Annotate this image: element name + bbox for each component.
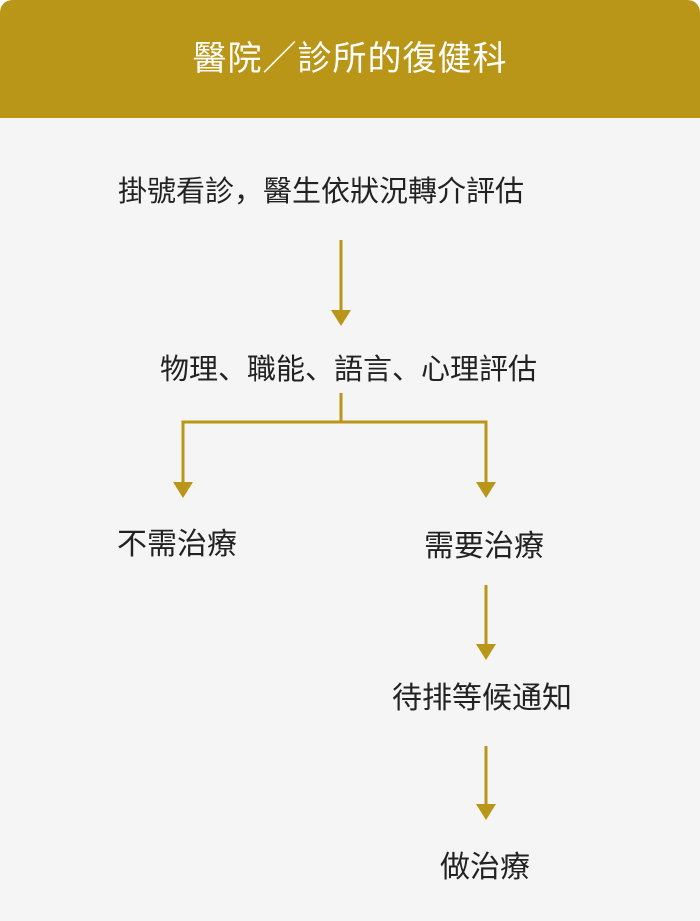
outcome-no-treatment: 不需治療 (117, 527, 237, 562)
header-title: 醫院／診所的復健科 (192, 39, 508, 79)
step-referral: 掛號看診，醫生依狀況轉介評估 (118, 174, 525, 208)
arrowhead-need-treatment (476, 482, 496, 498)
arrowhead-wait (476, 644, 496, 660)
branch-connector (181, 393, 343, 484)
step-assessment: 物理、職能、語言、心理評估 (160, 352, 538, 386)
arrowhead-treat (476, 804, 496, 820)
step-wait-notice: 待排等候通知 (392, 681, 572, 716)
step-do-treatment: 做治療 (440, 850, 530, 885)
arrowhead-no-treatment (173, 482, 193, 498)
header-bar: 醫院／診所的復健科 (0, 0, 700, 118)
arrowhead-step2 (331, 310, 351, 326)
outcome-need-treatment: 需要治療 (424, 529, 544, 564)
branch-connector-right (341, 420, 488, 484)
